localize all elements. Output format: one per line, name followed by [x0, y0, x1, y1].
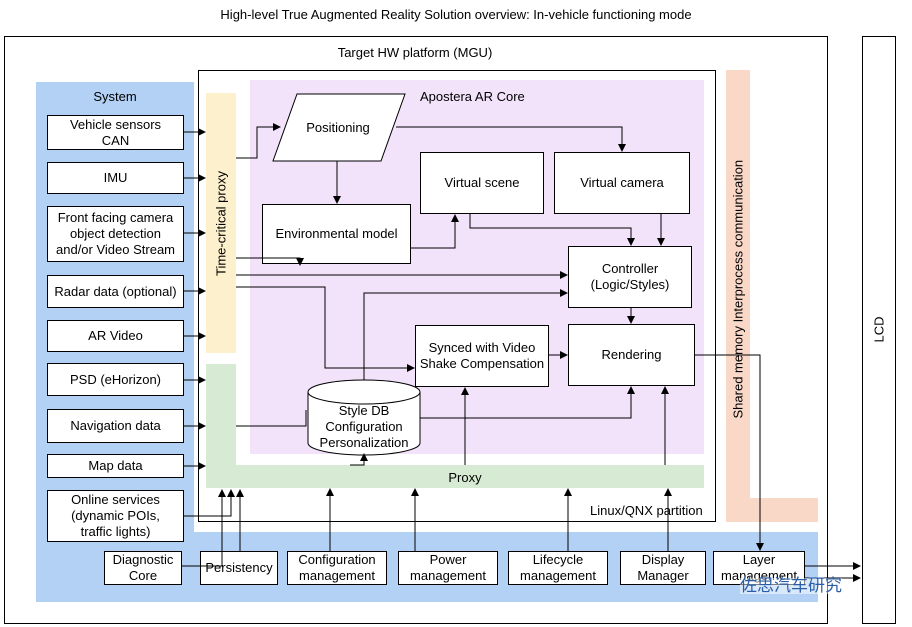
controller-box: Controller (Logic/Styles)	[568, 246, 692, 308]
configuration-management-box: Configuration management	[287, 551, 387, 585]
system-label: System	[93, 89, 137, 104]
target-hw-label: Target HW platform (MGU)	[337, 45, 493, 60]
display-manager-box: Display Manager	[620, 551, 706, 585]
radar-data-box: Radar data (optional)	[47, 275, 184, 308]
lifecycle-management-box: Lifecycle management	[508, 551, 608, 585]
linux-partition-frame	[198, 70, 716, 522]
proxy-label: Proxy	[448, 470, 482, 485]
synced-video-box: Synced with Video Shake Compensation	[415, 325, 549, 387]
rendering-box: Rendering	[568, 324, 695, 386]
power-management-box: Power management	[398, 551, 498, 585]
virtual-camera-box: Virtual camera	[554, 152, 690, 214]
style-db-label: Style DB Configuration Personalization	[319, 403, 409, 450]
time-critical-proxy	[206, 93, 236, 353]
virtual-scene-box: Virtual scene	[420, 152, 544, 214]
linux-partition-label: Linux/QNX partition	[590, 503, 703, 518]
positioning-label: Positioning	[306, 120, 370, 135]
front-camera-box: Front facing camera object detection and…	[47, 206, 184, 262]
psd-ehorizon-box: PSD (eHorizon)	[47, 363, 184, 396]
vehicle-sensors-box: Vehicle sensors CAN	[47, 115, 184, 150]
apostera-core-label: Apostera AR Core	[420, 89, 525, 104]
environmental-model-box: Environmental model	[262, 204, 411, 264]
watermark-text: 佐思汽车研究	[740, 576, 842, 595]
shared-memory-region	[726, 70, 750, 522]
map-data-box: Map data	[47, 454, 184, 478]
lcd-frame	[862, 36, 896, 624]
online-services-box: Online services (dynamic POIs, traffic l…	[47, 490, 184, 542]
diagram-title: High-level True Augmented Reality Soluti…	[220, 7, 692, 22]
proxy-horizontal	[206, 465, 704, 488]
ar-video-box: AR Video	[47, 320, 184, 352]
imu-box: IMU	[47, 162, 184, 194]
navigation-data-box: Navigation data	[47, 409, 184, 443]
shared-memory-foot	[726, 498, 818, 522]
diagnostic-core-box: Diagnostic Core	[104, 551, 182, 585]
target-hw-frame	[4, 36, 828, 624]
